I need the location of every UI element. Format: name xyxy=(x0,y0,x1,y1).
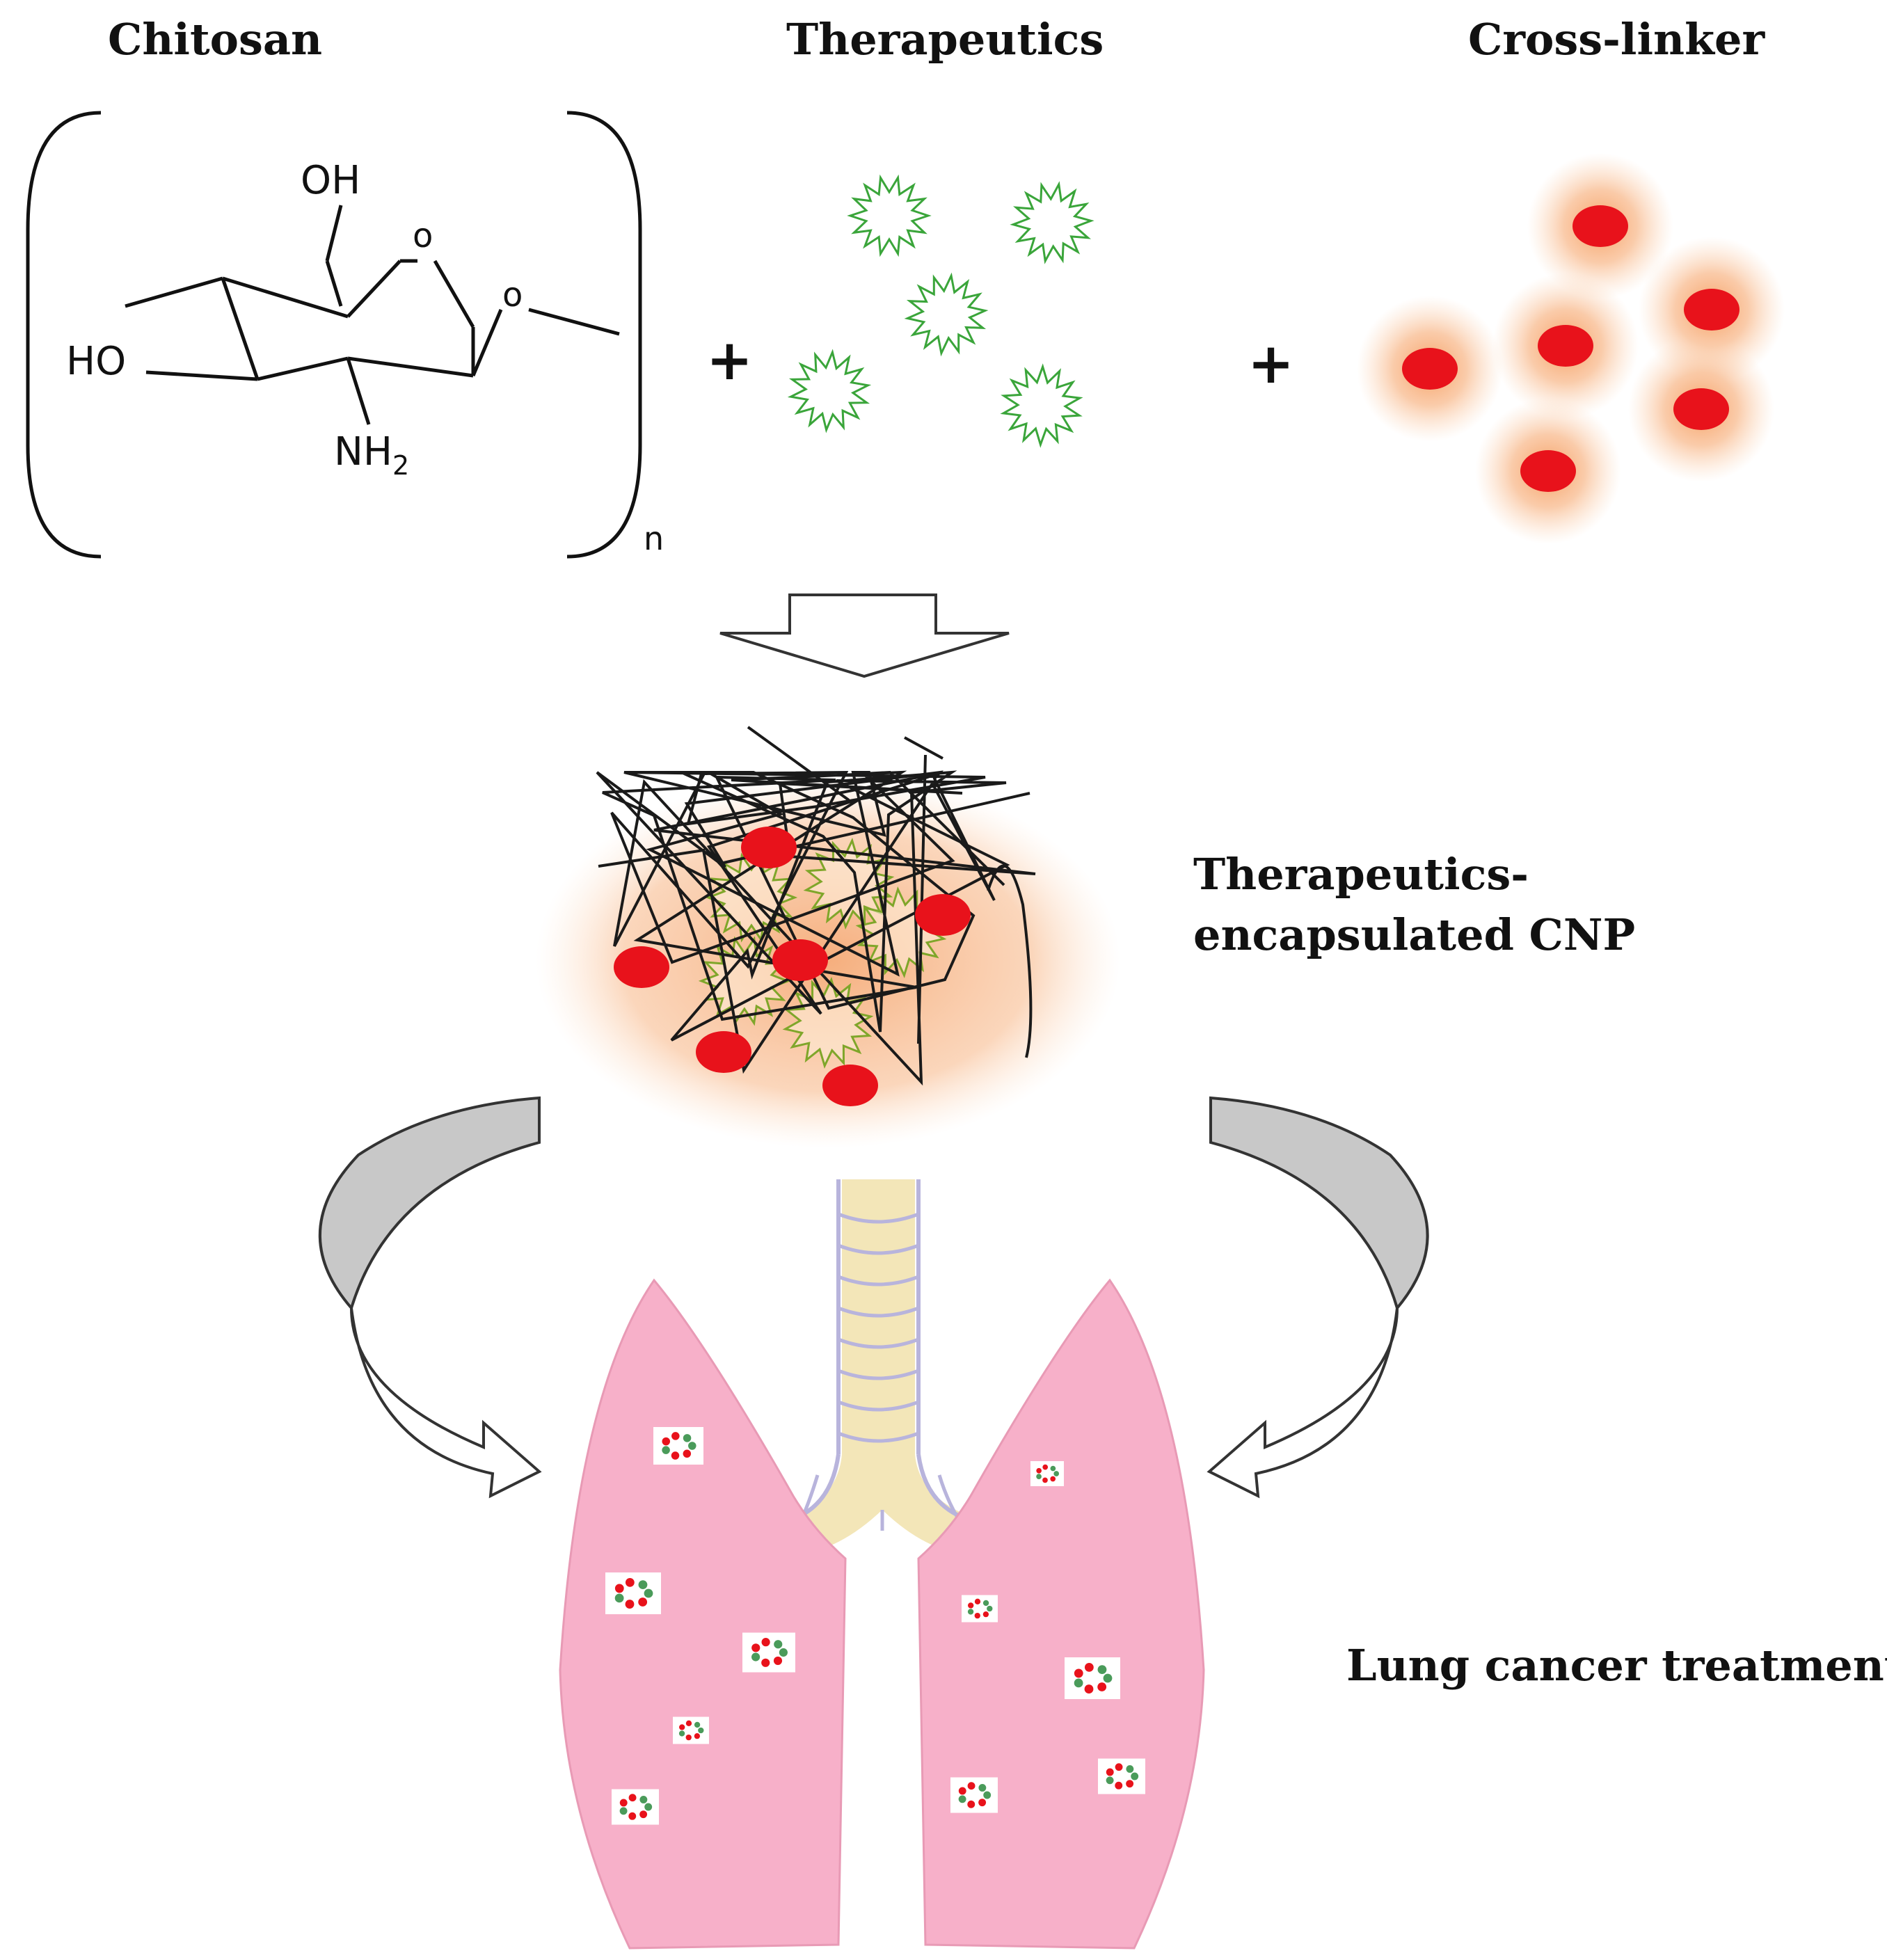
cnp-label-line2: encapsulated CNP xyxy=(1193,909,1635,960)
cnp-dot-1 xyxy=(741,827,797,868)
chitosan-structure: n OH o o HO NH2 xyxy=(26,111,664,559)
right-lung xyxy=(917,1278,1205,1950)
crosslinker-dot-1 xyxy=(1572,205,1628,247)
therapeutics-label: Therapeutics xyxy=(786,14,1104,65)
left-bracket xyxy=(26,111,102,559)
lung-nanoparticles xyxy=(605,1427,1145,1825)
lung-particle-7 xyxy=(962,1595,998,1623)
cnp-dot-3 xyxy=(772,939,828,981)
therapeutic-star-1 xyxy=(847,174,932,257)
plus-sign-2: + xyxy=(1248,331,1294,396)
crosslinker-label: Cross-linker xyxy=(1468,14,1765,65)
oh-group: OH xyxy=(301,158,360,203)
crosslinker-molecules xyxy=(1357,153,1785,544)
therapeutic-star-4 xyxy=(787,349,872,433)
sugar-ring xyxy=(125,205,620,425)
cnp-crosslinkers xyxy=(614,827,971,1106)
lungs xyxy=(559,1179,1205,1950)
nanoparticle xyxy=(536,726,1120,1148)
lung-treatment-label: Lung cancer treatment xyxy=(1346,1640,1887,1691)
cnp-dot-5 xyxy=(696,1031,751,1073)
chitosan-label: Chitosan xyxy=(108,14,322,65)
crosslinker-dot-5 xyxy=(1673,388,1729,430)
left-curved-arrow xyxy=(318,1096,542,1499)
lung-particle-10 xyxy=(950,1777,998,1813)
cnp-dot-2 xyxy=(915,894,971,936)
lung-particle-8 xyxy=(1065,1657,1120,1699)
therapeutic-star-5 xyxy=(1000,363,1083,448)
repeat-subscript: n xyxy=(644,520,664,557)
right-bracket xyxy=(566,111,642,559)
cnp-dot-4 xyxy=(614,946,669,988)
right-curved-arrow xyxy=(1207,1096,1429,1499)
lung-particle-3 xyxy=(742,1632,795,1673)
glycosidic-oxygen: o xyxy=(502,276,523,314)
polymer-chains xyxy=(596,726,1036,1086)
trachea xyxy=(789,1179,973,1555)
therapeutic-star-2 xyxy=(1010,181,1094,264)
lung-particle-2 xyxy=(605,1572,661,1614)
lung-particle-5 xyxy=(612,1789,659,1825)
lung-particle-6 xyxy=(1030,1461,1064,1486)
plus-sign-1: + xyxy=(706,328,753,392)
cnp-label-line1: Therapeutics- xyxy=(1193,849,1529,900)
amine-group: NH2 xyxy=(334,429,409,481)
lung-particle-1 xyxy=(653,1427,703,1465)
crosslinker-dot-4 xyxy=(1402,348,1458,390)
therapeutic-star-3 xyxy=(904,272,989,357)
crosslinker-dot-2 xyxy=(1684,289,1739,330)
crosslinker-dot-6 xyxy=(1520,450,1576,492)
down-arrow xyxy=(719,593,1010,678)
cnp-dot-6 xyxy=(822,1065,878,1106)
cnp-star-5 xyxy=(782,977,874,1069)
therapeutics-molecules xyxy=(787,174,1094,448)
lung-particle-4 xyxy=(673,1716,709,1744)
ho-group: HO xyxy=(66,339,126,384)
lung-particle-9 xyxy=(1098,1758,1145,1794)
ring-oxygen: o xyxy=(413,216,433,255)
crosslinker-dot-3 xyxy=(1538,325,1593,367)
left-lung xyxy=(559,1278,847,1950)
